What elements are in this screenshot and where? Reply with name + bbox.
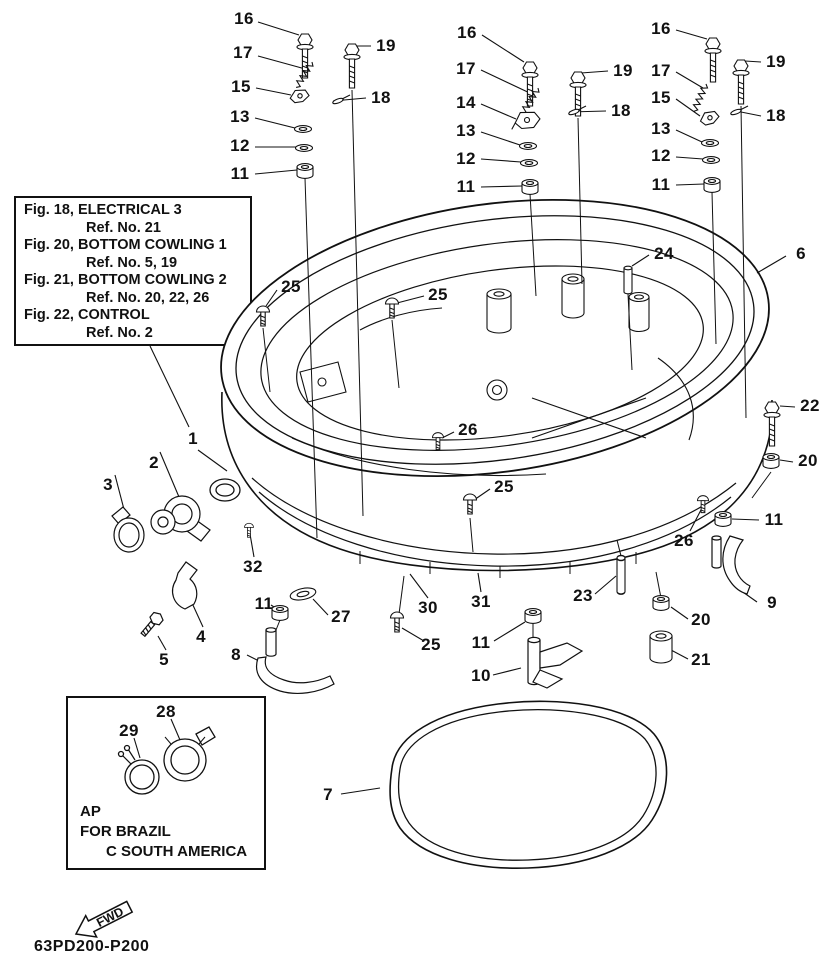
bolt-icon — [296, 33, 314, 79]
fwd-arrow: FWD — [74, 900, 134, 938]
clip-icon — [288, 88, 311, 104]
bolt-icon — [704, 37, 722, 83]
gasket-outline — [389, 700, 668, 869]
brazil-note-line-2: C SOUTH AMERICA — [106, 843, 248, 860]
reference-line-2: Fig. 20, BOTTOM COWLING 1 — [24, 237, 227, 253]
washer-icon — [293, 125, 313, 133]
grommet-icon — [652, 595, 670, 611]
steering-clamp-parts — [111, 495, 211, 638]
fwd-arrow-icon — [74, 900, 134, 938]
latch-lever-parts — [256, 627, 335, 694]
oval-washer-icon — [289, 587, 317, 601]
cowling-body — [221, 391, 773, 578]
screw-icon — [462, 493, 478, 515]
bolt-icon — [521, 61, 539, 107]
latch-plate-icon — [509, 110, 542, 130]
bolt-icon — [732, 59, 750, 105]
bolt-icon — [343, 43, 361, 89]
collar-icon — [649, 630, 673, 664]
mounting-bosses — [486, 273, 650, 334]
reference-line-5: Ref. No. 20, 22, 26 — [86, 289, 210, 306]
grommet-icon — [296, 163, 314, 179]
washer-icon — [518, 142, 538, 150]
washer-icon — [701, 156, 721, 164]
pin-icon — [729, 105, 749, 117]
stud-icon — [616, 554, 626, 595]
reference-line-4: Fig. 21, BOTTOM COWLING 2 — [24, 272, 227, 288]
reference-line-0: Fig. 18, ELECTRICAL 3 — [24, 202, 182, 218]
steering-hole — [209, 478, 241, 502]
brazil-note-box: AP FOR BRAZIL C SOUTH AMERICA — [66, 696, 266, 870]
washer-icon — [700, 139, 720, 147]
grommet-icon — [271, 605, 289, 621]
grommet-icon — [521, 179, 539, 195]
reference-line-1: Ref. No. 21 — [86, 219, 161, 236]
grommet-icon — [762, 453, 780, 469]
fwd-arrow-label: FWD — [94, 904, 126, 929]
brazil-note-line-1: FOR BRAZIL — [80, 823, 171, 840]
reference-line-3: Ref. No. 5, 19 — [86, 254, 178, 271]
grommet-icon — [524, 608, 542, 624]
brazil-note-text: AP FOR BRAZIL C SOUTH AMERICA — [80, 802, 247, 862]
assembly-axis-lines — [262, 89, 772, 638]
part-code: 63PD200-P200 — [34, 938, 150, 955]
cowling-rim — [220, 198, 770, 478]
washer-icon — [519, 159, 539, 167]
screw-icon — [244, 522, 254, 538]
brazil-note-line-0: AP — [80, 803, 101, 820]
fastener-parts — [244, 33, 781, 664]
reference-line-6: Fig. 22, CONTROL — [24, 307, 150, 323]
grommet-icon — [703, 177, 721, 193]
washer-icon — [294, 144, 314, 152]
grommet-icon — [714, 511, 732, 527]
brazil-clamp-parts — [117, 726, 216, 795]
leader-lines — [114, 21, 796, 795]
latch-assembly — [527, 636, 584, 689]
hook-rod — [711, 535, 751, 595]
bolt-icon — [763, 401, 781, 447]
clip-icon — [698, 109, 721, 127]
screw-icon — [389, 611, 405, 633]
reference-line-7: Ref. No. 2 — [86, 324, 153, 341]
stud-icon — [623, 265, 633, 295]
spring-icon — [690, 82, 710, 114]
